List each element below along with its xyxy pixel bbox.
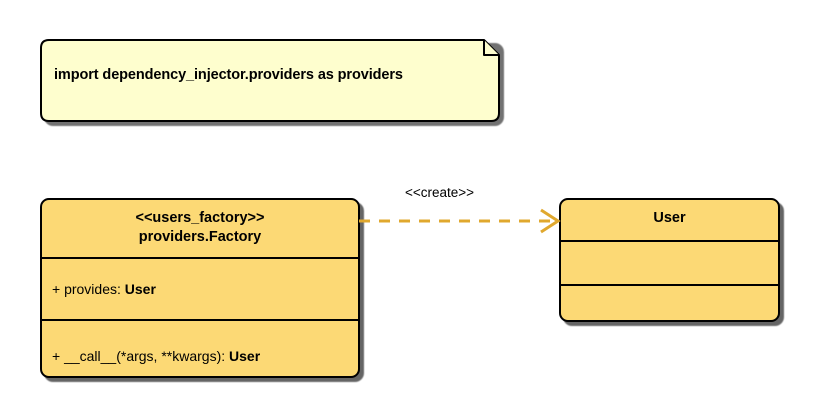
class-box-users-factory[interactable]: <<users_factory>> providers.Factory + pr… (40, 198, 360, 378)
user-attributes-compartment (561, 240, 778, 284)
class-box-user[interactable]: User (559, 198, 780, 322)
relationship-arrowhead-icon (540, 208, 561, 234)
user-class-name: User (653, 210, 686, 226)
factory-attribute-label: + provides: (52, 281, 125, 297)
relationship-stereotype-label: <<create>> (405, 185, 475, 200)
user-title-compartment: User (561, 200, 778, 240)
factory-method-label: + __call__(*args, **kwargs): (52, 348, 230, 364)
user-methods-compartment (561, 284, 778, 320)
factory-stereotype: <<users_factory>> (135, 210, 265, 226)
factory-title-compartment: <<users_factory>> providers.Factory (42, 200, 358, 257)
factory-attribute-row: + provides: User (42, 281, 358, 297)
note-shape (40, 39, 500, 122)
relationship-create[interactable]: <<create>> (355, 185, 570, 245)
factory-class-name: providers.Factory (138, 229, 262, 245)
factory-methods-compartment: + __call__(*args, **kwargs): User (42, 319, 358, 376)
relationship-arrow (359, 208, 561, 234)
factory-attributes-compartment: + provides: User (42, 257, 358, 319)
factory-method-row: + __call__(*args, **kwargs): User (42, 348, 358, 364)
factory-method-type: User (229, 348, 261, 364)
factory-attribute-type: User (124, 281, 156, 297)
note-import: import dependency_injector.providers as … (40, 39, 504, 126)
note-text: import dependency_injector.providers as … (54, 67, 403, 83)
